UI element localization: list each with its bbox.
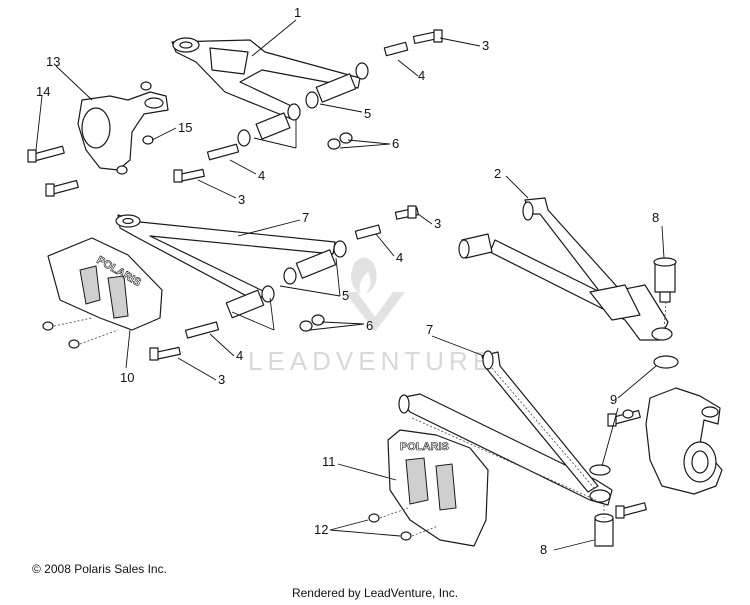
callout-4-middle: 4 <box>396 250 403 265</box>
nut-spindle-left-top[interactable] <box>140 81 152 91</box>
callout-5-top: 5 <box>364 106 371 121</box>
callout-9: 9 <box>610 392 617 407</box>
a-arm-guard-left[interactable]: POLARIS <box>47 237 163 331</box>
callout-8-lower: 8 <box>540 542 547 557</box>
callout-6-middle: 6 <box>366 318 373 333</box>
watermark-text: LEADVENTURE <box>248 346 495 376</box>
callout-11: 11 <box>322 454 336 469</box>
bolt-spindle-left-1[interactable] <box>27 145 65 163</box>
lower-a-arm-right[interactable] <box>398 350 613 506</box>
nut-spindle-left-1[interactable] <box>142 135 154 145</box>
a-arm-guard-right[interactable]: POLARIS <box>387 429 489 547</box>
copyright-text: © 2008 Polaris Sales Inc. <box>32 562 167 576</box>
callout-6-top: 6 <box>392 136 399 151</box>
bushing-set-top[interactable] <box>237 62 369 147</box>
bolt-middle-left[interactable] <box>149 346 181 361</box>
screw-guard-right-2[interactable] <box>400 531 412 541</box>
callout-3-middle-left: 3 <box>218 372 225 387</box>
callout-5-middle: 5 <box>342 288 349 303</box>
nut-middle-2[interactable] <box>311 314 325 326</box>
callout-3-top-left: 3 <box>238 192 245 207</box>
sleeve-middle-1[interactable] <box>184 321 220 339</box>
bolt-top-left[interactable] <box>173 168 205 183</box>
watermark: LEADVENTURE <box>248 257 495 376</box>
callout-12: 12 <box>314 522 328 537</box>
assembly-lines <box>53 301 667 537</box>
a-arm-right[interactable] <box>458 197 673 341</box>
callout-3-middle: 3 <box>434 216 441 231</box>
callout-14: 14 <box>36 84 50 99</box>
sleeve-middle-2[interactable] <box>354 224 382 240</box>
callout-1: 1 <box>294 5 301 20</box>
nut-spindle-right[interactable] <box>622 409 634 419</box>
bolt-middle-right[interactable] <box>394 205 419 220</box>
callout-2: 2 <box>494 166 501 181</box>
upper-a-arm-middle[interactable] <box>115 214 336 303</box>
callout-4-top-left: 4 <box>258 168 265 183</box>
guard-logo-right: POLARIS <box>400 441 449 453</box>
nut-top-1[interactable] <box>327 138 341 150</box>
callout-7-middle: 7 <box>302 210 309 225</box>
callout-8-upper: 8 <box>652 210 659 225</box>
callout-13: 13 <box>46 54 60 69</box>
retaining-ring-upper[interactable] <box>653 355 679 369</box>
nut-spindle-left-2[interactable] <box>116 165 128 175</box>
screw-guard-left-1[interactable] <box>42 321 54 331</box>
bolt-spindle-left-2[interactable] <box>45 179 79 197</box>
retaining-ring-lower[interactable] <box>589 464 611 476</box>
callout-4-middle-left: 4 <box>236 348 243 363</box>
nut-middle-1[interactable] <box>299 320 313 332</box>
ball-joint-upper[interactable] <box>653 257 677 303</box>
callout-4-top: 4 <box>418 68 425 83</box>
screw-guard-left-2[interactable] <box>68 339 80 349</box>
spindle-left[interactable] <box>77 91 169 171</box>
sleeve-top-2[interactable] <box>383 41 409 57</box>
rendered-by-text: Rendered by LeadVenture, Inc. <box>291 586 459 600</box>
bushing-set-middle[interactable] <box>225 240 347 319</box>
callout-3-top: 3 <box>482 38 489 53</box>
nut-top-2[interactable] <box>339 132 353 144</box>
ball-joint-lower[interactable] <box>594 513 614 547</box>
callout-15: 15 <box>178 120 192 135</box>
bolt-top-right[interactable] <box>412 29 443 45</box>
leader-lines <box>35 19 665 551</box>
upper-a-arm-top[interactable] <box>171 37 361 121</box>
callout-10: 10 <box>120 370 134 385</box>
sleeve-top-1[interactable] <box>206 143 240 161</box>
spindle-right[interactable] <box>645 387 723 495</box>
callout-7-lower: 7 <box>426 322 433 337</box>
bolt-spindle-right-2[interactable] <box>615 502 647 519</box>
screw-guard-right-1[interactable] <box>368 513 380 523</box>
callout-labels: 1 3 4 5 6 4 3 13 14 15 7 3 4 5 6 4 3 10 … <box>36 5 659 557</box>
